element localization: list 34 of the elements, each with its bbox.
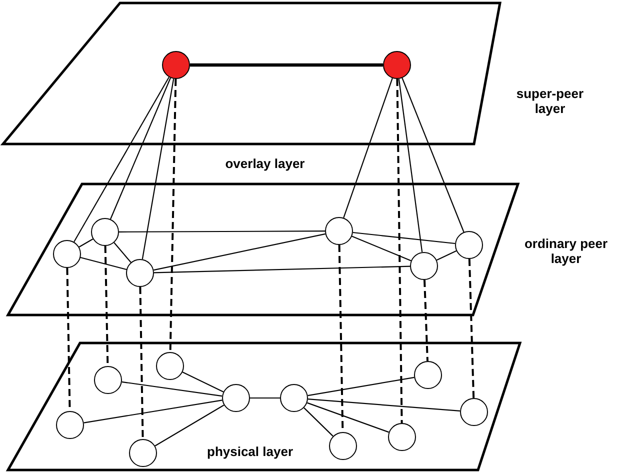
link-line	[78, 238, 94, 248]
link-line	[154, 266, 410, 274]
dashed-link	[424, 280, 428, 362]
layer-label: super-peer layer	[515, 86, 585, 116]
link-line	[182, 372, 224, 392]
link-line	[154, 404, 224, 446]
link-line	[114, 242, 132, 263]
dashed-link	[139, 286, 144, 440]
link-line	[304, 407, 334, 437]
link-line	[436, 250, 457, 261]
link-line	[190, 63, 383, 67]
link-line	[308, 376, 414, 396]
link-line	[110, 78, 171, 220]
link-line	[398, 78, 423, 252]
link-line	[402, 78, 464, 232]
link-line	[154, 233, 326, 271]
link-line	[308, 398, 460, 412]
layer-label: physical layer	[206, 444, 294, 459]
link-line	[84, 400, 222, 424]
layer-label: overlay layer	[224, 156, 306, 171]
link-line	[119, 230, 325, 232]
link-line	[352, 232, 456, 244]
link-line	[307, 402, 389, 433]
layer-label: ordinary peer layer	[523, 236, 609, 266]
link-line	[74, 76, 170, 242]
link-line	[250, 397, 280, 399]
link-line	[122, 381, 222, 397]
dashed-link	[169, 78, 177, 352]
link-line	[80, 256, 127, 270]
link-line	[343, 78, 393, 218]
link-line	[142, 78, 174, 260]
dashed-link	[396, 78, 403, 424]
dashed-link	[468, 258, 475, 398]
link-line	[352, 236, 412, 262]
